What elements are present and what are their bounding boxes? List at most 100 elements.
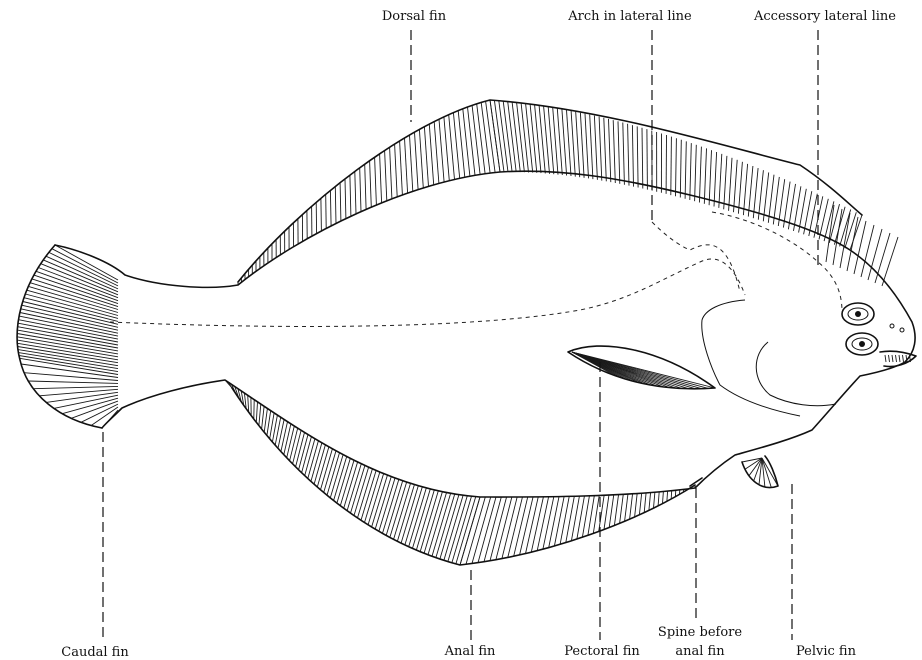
dorsal-fin-ray (424, 127, 428, 187)
caudal-fin-ray (25, 294, 118, 318)
dorsal-fin-ray (321, 198, 322, 231)
dorsal-fin-ray (882, 237, 898, 286)
anal-fin-ray (340, 460, 354, 506)
anal-fin-ray (460, 497, 480, 565)
anal-fin-ray (654, 492, 655, 508)
label-pectoral-fin: Pectoral fin (564, 644, 640, 659)
anal-fin-ray (614, 494, 618, 525)
anal-fin-ray (630, 493, 633, 519)
dorsal-fin-ray (562, 109, 567, 175)
dorsal-fin-ray (400, 141, 403, 195)
dorsal-fin-ray (824, 201, 834, 241)
dorsal-fin-ray (419, 129, 423, 188)
dorsal-fin-ray (580, 113, 584, 178)
dorsal-fin-ray (690, 143, 692, 200)
anal-fin-ray (625, 494, 628, 522)
anal-fin-ray (337, 458, 350, 503)
anal-fin-ray (531, 497, 543, 553)
dorsal-fin-ray (699, 147, 701, 203)
dorsal-fin-ray (571, 111, 575, 177)
dorsal-fin-ray (748, 166, 753, 217)
dorsal-fin-ray (632, 125, 633, 187)
tooth (899, 355, 900, 362)
anal-fin-ray (248, 395, 249, 412)
dorsal-fin-ray (517, 103, 525, 173)
anal-fin-ray (296, 432, 305, 466)
anal-fin-ray (409, 488, 427, 547)
dorsal-fin-ray (724, 156, 727, 209)
anal-fin-ray (267, 411, 271, 436)
dorsal-fin-ray (340, 183, 341, 221)
dorsal-fin-ray (512, 102, 520, 172)
caudal-fin-ray (28, 381, 118, 383)
anal-fin-ray (526, 497, 539, 554)
dorsal-fin-ray (453, 113, 459, 179)
anal-fin-ray (259, 404, 261, 426)
dorsal-fin-ray (604, 118, 607, 182)
anal-fin-ray (394, 483, 411, 539)
anal-fin-ray (543, 496, 554, 549)
anal-fin-ray (358, 469, 373, 518)
dorsal-fin-ray (434, 122, 439, 184)
anal-fin-rays (225, 380, 695, 565)
dorsal-fin-ray (734, 160, 738, 212)
dorsal-fin-ray (335, 187, 336, 224)
dorsal-fin-ray (714, 152, 717, 207)
dorsal-fin-ray (350, 175, 351, 216)
anal-fin-ray (390, 482, 407, 537)
dorsal-fin-ray (355, 172, 356, 214)
dorsal-fin-ray (370, 161, 372, 208)
lateral-line-arch (652, 222, 740, 292)
dorsal-fin-ray (768, 175, 774, 223)
label-caudal-fin: Caudal fin (61, 645, 129, 660)
dorsal-fin-ray (429, 124, 433, 185)
dorsal-fin-ray (486, 101, 496, 172)
dorsal-fin-ray (833, 209, 842, 265)
dorsal-fin-ray (676, 138, 677, 196)
anal-fin-ray (566, 496, 575, 543)
dorsal-fin-ray (439, 119, 444, 182)
dorsal-fin-ray (395, 144, 398, 197)
dorsal-fin-ray (380, 154, 382, 203)
anal-fin-ray (609, 494, 614, 527)
anal-fin-ray (649, 492, 651, 510)
dorsal-fin-ray (875, 233, 890, 283)
dorsal-fin-ray (623, 123, 625, 185)
dorsal-fin-ray (829, 204, 839, 243)
dorsal-fin-ray (819, 199, 828, 240)
caudal-fin-ray (27, 290, 118, 315)
anal-fin-ray (466, 497, 485, 564)
anal-fin-ray (361, 471, 376, 521)
dorsal-fin-ray (375, 157, 377, 205)
anal-fin-ray (365, 472, 380, 522)
dorsal-fin-ray (685, 141, 686, 198)
dorsal-fin-ray (628, 124, 629, 186)
label-arch-lateral-line: Arch in lateral line (567, 9, 692, 24)
dorsal-fin-ray (695, 145, 697, 201)
dorsal-fin-ray (758, 170, 763, 220)
caudal-fin-ray (24, 298, 118, 322)
anal-fin-ray (281, 422, 288, 452)
caudal-fin-ray (33, 386, 118, 388)
caudal-fin-ray (39, 389, 118, 396)
dorsal-fin-ray (590, 115, 593, 180)
dorsal-fin-ray (594, 116, 597, 180)
anal-fin-ray (593, 495, 599, 533)
anal-fin-ray (452, 496, 472, 562)
label-accessory-lateral-line: Accessory lateral line (753, 9, 896, 24)
anal-fin-ray (379, 478, 395, 531)
anal-fin-ray (386, 481, 403, 536)
anal-fin-ray (293, 430, 302, 464)
dorsal-fin-ray (444, 117, 449, 181)
dorsal-fin-ray (763, 172, 768, 221)
dorsal-fin-ray (719, 154, 722, 208)
dorsal-fin-ray (521, 103, 528, 172)
nostrils (890, 324, 904, 332)
dorsal-fin-ray (410, 135, 413, 191)
pectoral-fin-ray (572, 352, 715, 388)
caudal-fin-ray (24, 373, 118, 381)
anal-fin-ray (344, 462, 358, 508)
tooth (896, 355, 897, 362)
anal-fin-ray (372, 475, 388, 527)
